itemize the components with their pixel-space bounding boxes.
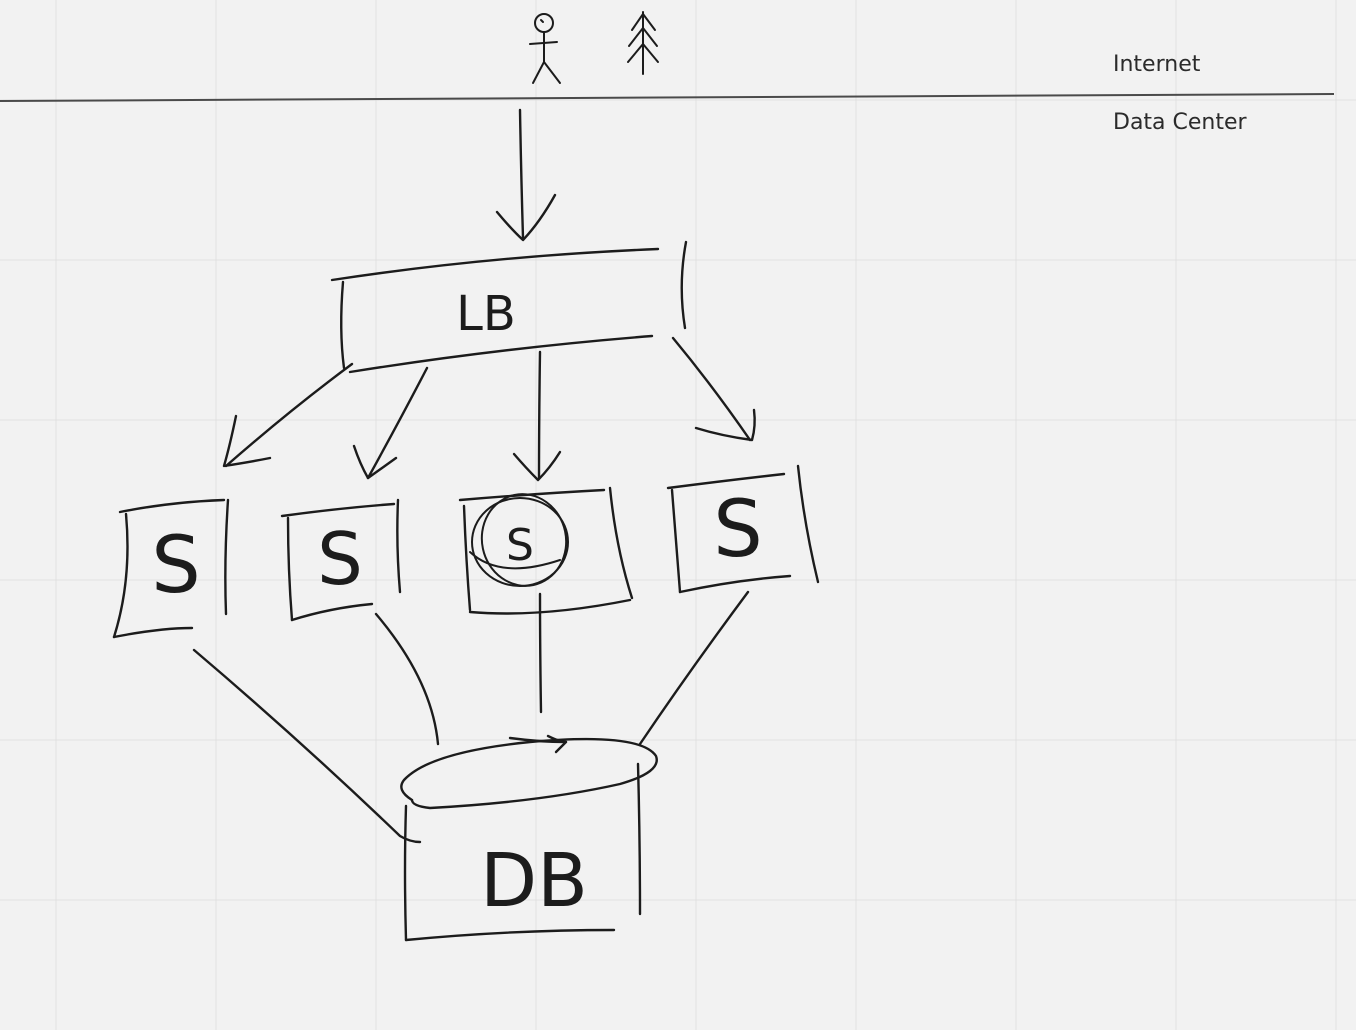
server-2-to-db-line: [374, 612, 440, 746]
database-cylinder: [400, 734, 658, 942]
server-1-to-db-line: [192, 648, 422, 844]
server-3-box: [458, 486, 634, 615]
load-balancer-box: [330, 240, 688, 374]
data-center-zone-label: Data Center: [1113, 110, 1247, 135]
server-1-label: S: [151, 521, 201, 611]
internet-zone-label: Internet: [1113, 52, 1201, 77]
server-1-box: [112, 498, 230, 639]
stick-figure-icon: [529, 13, 561, 84]
server-3-to-db-line: [538, 592, 543, 714]
load-balancer-label: LB: [456, 286, 516, 342]
server-2-label: S: [317, 517, 363, 601]
server-3-highlight-circle: [469, 493, 569, 587]
lb-to-server-4-arrow: [671, 336, 756, 442]
server-4-label: S: [713, 485, 763, 575]
server-4-to-db-line: [638, 590, 750, 746]
database-label: DB: [480, 838, 588, 924]
server-4-box: [666, 464, 820, 594]
server-2-box: [280, 498, 402, 622]
lb-to-server-1-arrow: [222, 362, 354, 468]
zone-divider-line: [0, 93, 1335, 102]
server-3-label: S: [506, 520, 534, 571]
internet-to-lb-arrow: [495, 108, 557, 242]
lb-to-server-2-arrow: [352, 366, 429, 480]
tree-icon: [627, 11, 659, 75]
lb-to-server-3-arrow: [512, 350, 562, 482]
